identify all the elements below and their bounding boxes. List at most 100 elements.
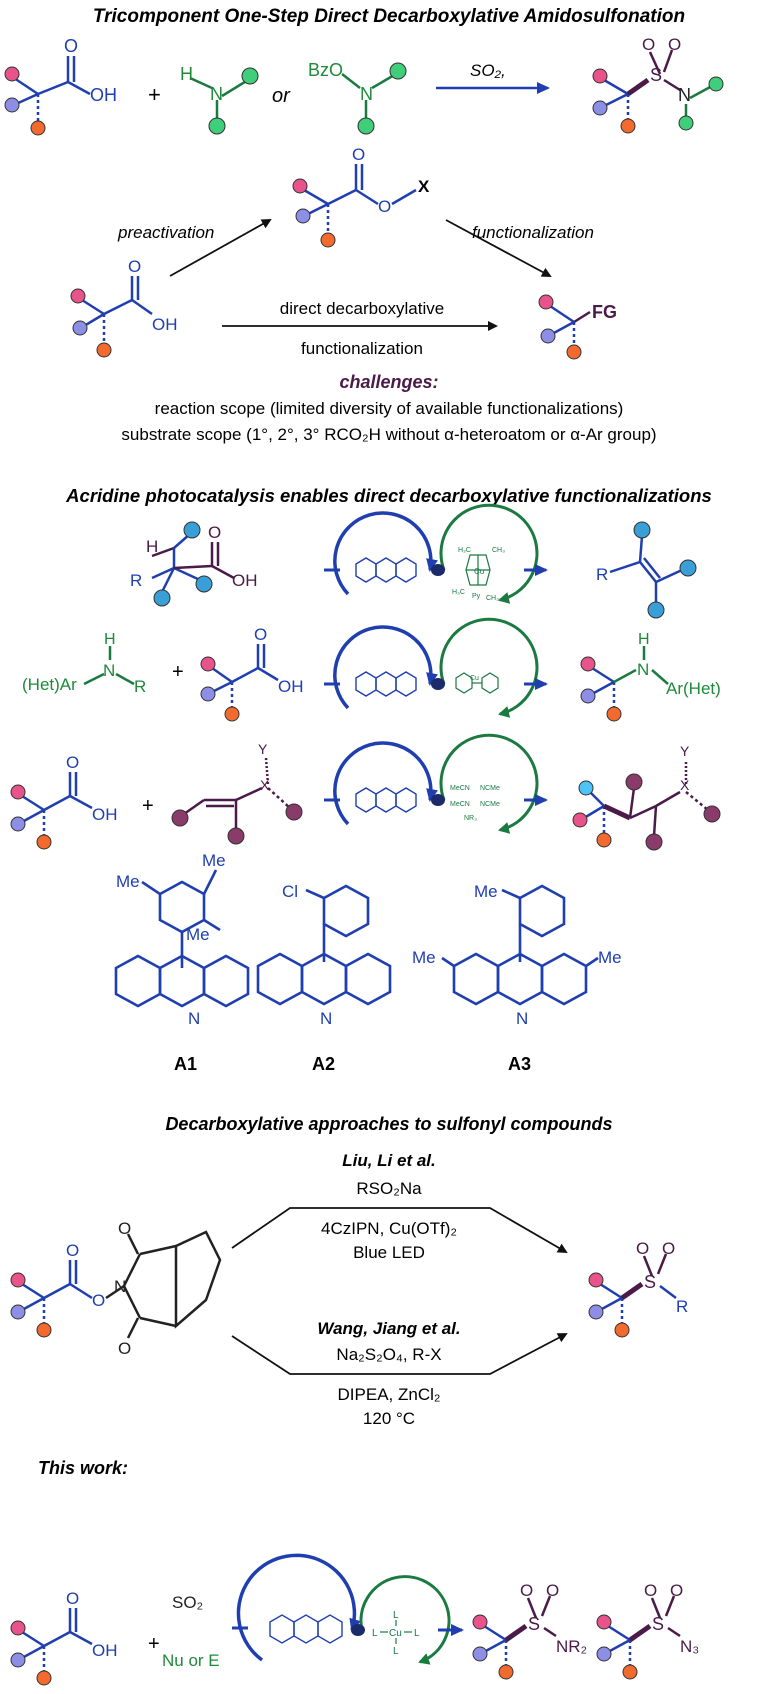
section1-title: Tricomponent One-Step Direct Decarboxyla… [93, 6, 685, 27]
y-label: Y [680, 743, 690, 759]
lilac-substituent [295, 208, 311, 224]
ligand-label: L [393, 1610, 399, 1621]
cobaloxime-pyridine: Py [472, 593, 481, 600]
hydroxyl-label: OH [92, 1641, 118, 1660]
acridine-n-label: N [516, 1009, 528, 1028]
blue-substituent [153, 589, 171, 607]
direct-label-line1: direct decarboxylative [280, 299, 444, 318]
lilac-substituent [540, 328, 556, 344]
functional-group-label: FG [592, 302, 617, 322]
copper-carboxylate-catalyst-icon [455, 672, 499, 694]
amine-n-label: N [637, 660, 649, 679]
ligand-label: L [414, 1628, 420, 1639]
hydroxyl-label: OH [152, 315, 178, 334]
ligand-label: L [372, 1628, 378, 1639]
this-work-acid [21, 1608, 93, 1674]
sulfur-label: S [528, 1614, 540, 1634]
oxygen-label: O [66, 753, 79, 772]
oxygen-label: O [636, 1239, 649, 1258]
oxygen-label: O [668, 35, 681, 54]
copper-complex-icon [380, 1620, 412, 1644]
r-group-label: R [596, 565, 608, 584]
mint-substituent [208, 117, 226, 135]
orange-substituent [320, 232, 336, 248]
acridine-n-label: N [320, 1009, 332, 1028]
top-route-conditions-line1: 4CzIPN, Cu(OTf)₂ [321, 1219, 457, 1238]
cobaloxime-methyl: CH₃ [486, 595, 499, 602]
mint-substituent [357, 117, 375, 135]
sulfonamide-product [603, 49, 713, 122]
oxygen-label: O [92, 1291, 105, 1310]
section3-title: Acridine photocatalysis enables direct d… [65, 485, 712, 506]
pink-substituent [572, 812, 588, 828]
amine-n-label: N [210, 84, 223, 104]
lilac-substituent [10, 1304, 26, 1320]
oxygen-label: O [118, 1219, 131, 1238]
so2-label: SO₂ [172, 1593, 203, 1612]
r-group-label: R [130, 571, 142, 590]
conjugate-addition-product [583, 760, 709, 837]
challenges-heading: challenges: [339, 372, 438, 392]
cobalt-label: Co [474, 567, 485, 576]
ligand-label: NCMe [480, 801, 500, 808]
acridine-n-label: N [188, 1009, 200, 1028]
functionalization-label: functionalization [472, 223, 594, 242]
pink-substituent [200, 656, 216, 672]
top-route-authors: Liu, Li et al. [342, 1151, 436, 1170]
amine-h-label: H [180, 64, 193, 84]
ligand-label: MeCN [450, 801, 470, 808]
ligand-label: NCMe [480, 785, 500, 792]
blue-substituent [195, 575, 213, 593]
preactivation-arrow [169, 219, 272, 277]
pink-substituent [580, 656, 596, 672]
sulfur-label: S [650, 65, 662, 85]
methyl-label: Me [202, 851, 226, 870]
compound-label-a2: A2 [312, 1054, 335, 1074]
activated-ester [303, 164, 417, 236]
this-work-title: This work: [38, 1458, 128, 1478]
activating-group-x: X [418, 177, 430, 196]
y-label: Y [258, 741, 268, 757]
acridine-a2 [256, 884, 392, 1006]
oxygen-label: O [520, 1581, 533, 1600]
oxygen-label: O [670, 1581, 683, 1600]
ligand-label: NR₃ [464, 815, 477, 822]
orange-substituent [498, 1664, 514, 1680]
acridine-catalyst-icon [269, 1614, 343, 1644]
lilac-substituent [472, 1646, 488, 1662]
lilac-substituent [72, 320, 88, 336]
pink-substituent [4, 66, 20, 82]
orange-substituent [620, 118, 636, 134]
lilac-substituent [588, 1304, 604, 1320]
oxygen-label: O [64, 36, 78, 56]
copper-label: Cu [470, 675, 479, 682]
hydroxylamine-n-label: N [360, 84, 373, 104]
top-route-reagent: RSO₂Na [356, 1179, 422, 1198]
pink-substituent [538, 294, 554, 310]
plus-sign: + [148, 1633, 160, 1655]
orange-substituent [36, 1322, 52, 1338]
bottom-route-conditions-line2: 120 °C [363, 1409, 415, 1428]
oxygen-label: O [208, 523, 221, 542]
pink-substituent [472, 1614, 488, 1630]
row1-acid [151, 533, 235, 593]
cobaloxime-catalyst-icon [465, 554, 491, 586]
acridine-catalyst-icon [355, 671, 417, 697]
plum-substituent [645, 833, 663, 851]
plus-sign: + [148, 82, 161, 107]
acridine-catalyst-icon [355, 787, 417, 813]
cobaloxime-methyl: CH₃ [492, 547, 505, 554]
pink-substituent [10, 1272, 26, 1288]
blue-substituent [633, 521, 651, 539]
plus-sign: + [142, 795, 154, 817]
pink-substituent [10, 784, 26, 800]
mint-substituent [708, 76, 724, 92]
dual-catalytic-cycle-copper [324, 617, 548, 718]
sky-substituent [578, 780, 594, 796]
plum-substituent [625, 773, 643, 791]
functionalized-product [549, 304, 591, 348]
carboxylic-acid-reactant [13, 56, 91, 124]
ligand-label: L [393, 1646, 399, 1657]
oxygen-label: O [352, 145, 365, 164]
mint-substituent [678, 115, 694, 131]
